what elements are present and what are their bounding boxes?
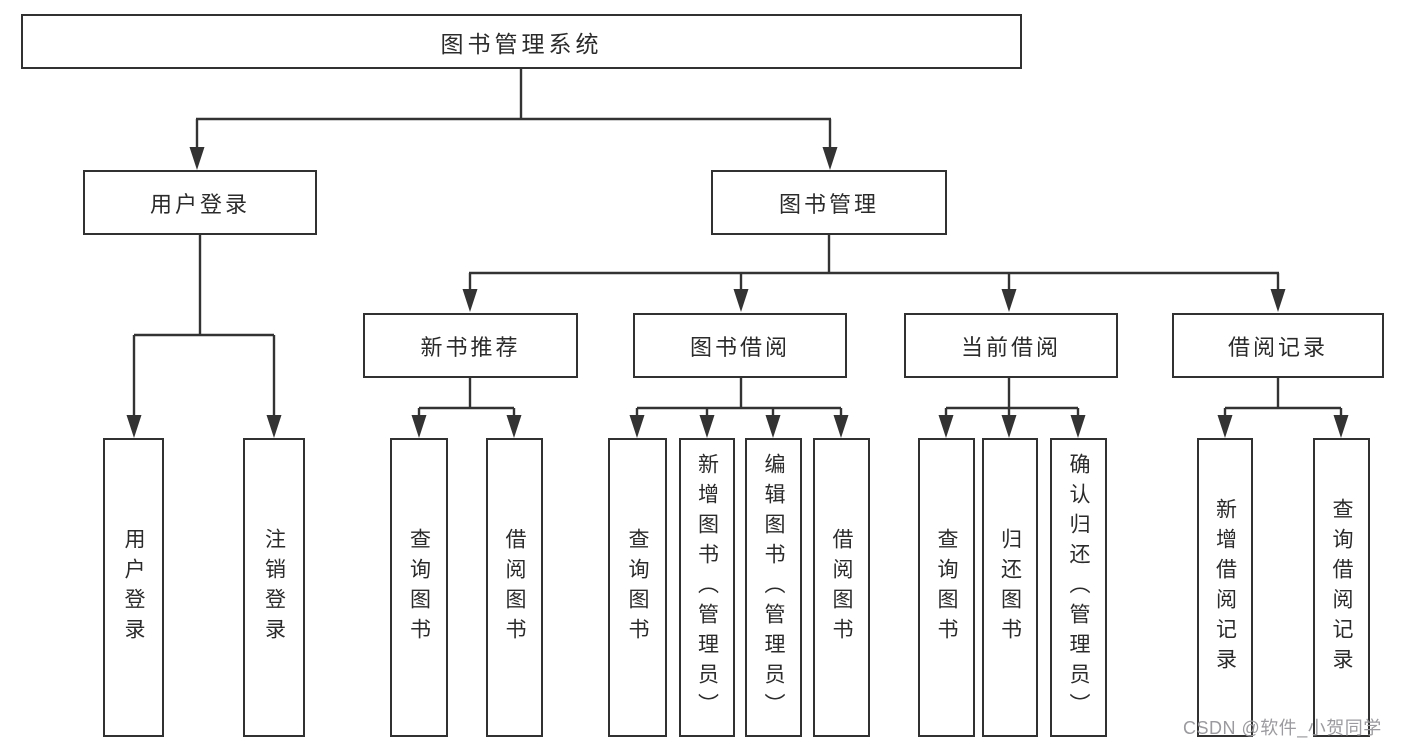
leaf-label: 注销登录	[262, 527, 286, 648]
leaf-label: 新增图书（管理员）	[695, 452, 719, 723]
leaf-label: 借阅图书	[503, 527, 526, 648]
leaf-borrow-query-books: 查询图书	[608, 438, 667, 737]
leaf-label: 借阅图书	[830, 527, 853, 648]
arrowhead	[411, 415, 522, 438]
arrowhead	[126, 415, 282, 438]
leaf-borrow-edit-books-admin: 编辑图书（管理员）	[745, 438, 802, 737]
arrowhead	[462, 289, 1286, 312]
leaf-label: 确认归还（管理员）	[1067, 452, 1090, 723]
leaf-records-add-record: 新增借阅记录	[1197, 438, 1253, 737]
leaf-user-login: 用户登录	[103, 438, 164, 737]
edge-user-login-children	[126, 234, 282, 438]
node-user-login: 用户登录	[83, 170, 317, 235]
leaf-records-query-record: 查询借阅记录	[1313, 438, 1370, 737]
edge-book-borrow-children	[629, 377, 849, 438]
node-new-book-recommend: 新书推荐	[363, 313, 578, 378]
leaf-recommend-query-books: 查询图书	[390, 438, 448, 737]
csdn-watermark: CSDN @软件_小贺同学	[1183, 718, 1382, 738]
leaf-current-query-books: 查询图书	[918, 438, 975, 737]
leaf-current-confirm-return-admin: 确认归还（管理员）	[1050, 438, 1107, 737]
arrowhead	[189, 147, 838, 170]
leaf-label: 归还图书	[998, 527, 1022, 648]
leaf-label: 用户登录	[122, 527, 145, 648]
node-book-management: 图书管理	[711, 170, 947, 235]
leaf-label: 查询借阅记录	[1330, 497, 1353, 678]
leaf-label: 查询图书	[626, 527, 649, 648]
edge-book-management-children	[462, 234, 1286, 312]
leaf-current-return-books: 归还图书	[982, 438, 1038, 737]
leaf-label: 编辑图书（管理员）	[762, 452, 785, 723]
node-root: 图书管理系统	[21, 14, 1022, 69]
arrowhead	[938, 415, 1086, 438]
edge-current-borrow-children	[938, 377, 1086, 438]
arrowhead	[629, 415, 849, 438]
leaf-label: 查询图书	[407, 527, 431, 648]
leaf-borrow-add-books-admin: 新增图书（管理员）	[679, 438, 735, 737]
leaf-logout: 注销登录	[243, 438, 305, 737]
leaf-recommend-borrow-books: 借阅图书	[486, 438, 543, 737]
edge-root-to-level2	[189, 68, 838, 170]
edge-new-book-recommend-children	[411, 377, 522, 438]
leaf-label: 查询图书	[935, 527, 958, 648]
arrowhead	[1217, 415, 1349, 438]
leaf-borrow-borrow-books: 借阅图书	[813, 438, 870, 737]
node-current-borrow: 当前借阅	[904, 313, 1118, 378]
node-book-borrow: 图书借阅	[633, 313, 847, 378]
leaf-label: 新增借阅记录	[1213, 497, 1237, 678]
node-borrow-records: 借阅记录	[1172, 313, 1384, 378]
edge-borrow-records-children	[1217, 377, 1349, 438]
